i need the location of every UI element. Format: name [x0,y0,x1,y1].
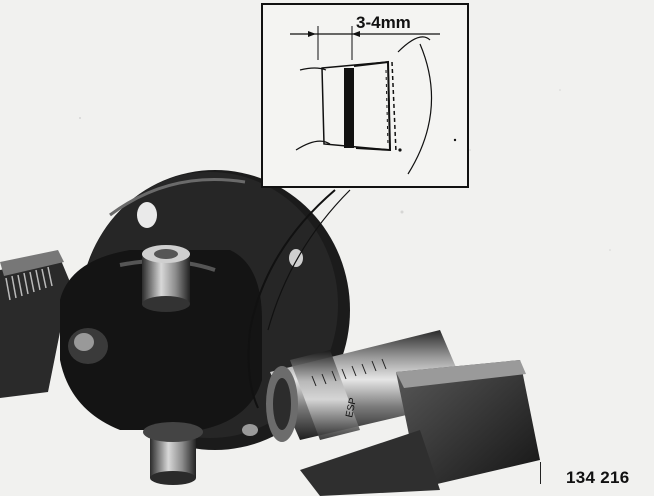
caption-tick-mark [540,462,541,484]
figure-caption: 134 216 [566,468,630,487]
left-vise-jaw [0,250,70,398]
joint-body [60,250,262,430]
bearing-cup [344,68,354,148]
micrometer: ESP [266,330,470,442]
micrometer-scale-mark: ESP [344,396,359,418]
flange-bolt-hole [289,249,303,267]
right-vise-block [300,360,540,496]
flange-bolt-hole [137,202,157,228]
bottom-shaft [143,422,203,485]
top-shaft [142,245,190,312]
flange-bolt-hole [242,424,258,436]
dimension-label: 3-4mm [356,13,411,32]
detail-leader-line [247,189,336,409]
detail-inset [261,3,469,188]
